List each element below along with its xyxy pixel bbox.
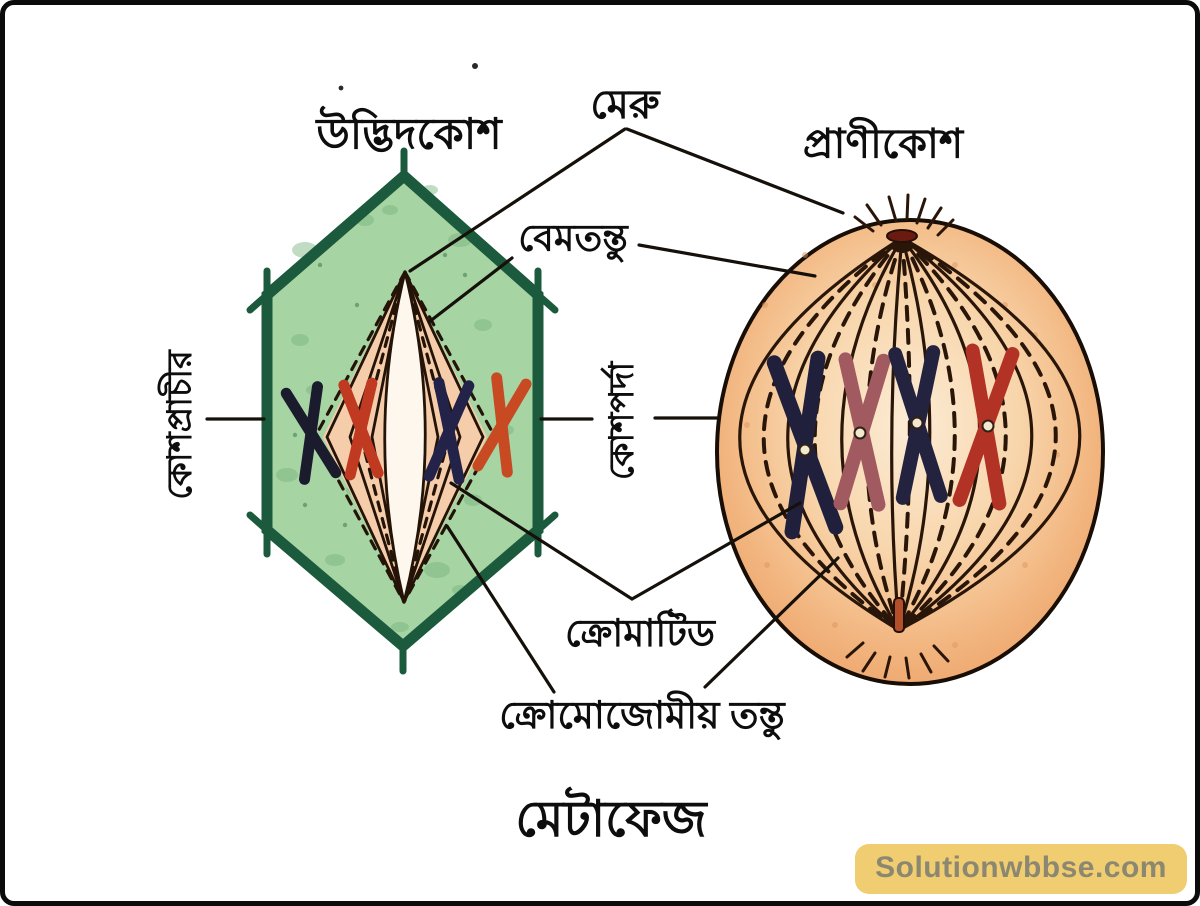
plant-cell-wall-corner-spurs (246, 147, 559, 675)
plant-chromosome-red-2 (472, 372, 532, 478)
animal-spindle-fibres (738, 236, 1082, 632)
plant-cell (246, 147, 559, 675)
leader-chromosomal-fibre-right (703, 556, 840, 689)
animal-top-pole (853, 193, 955, 243)
leader-lines (205, 127, 845, 694)
plant-spindle-lens-outline (383, 270, 427, 604)
leader-chromatid (449, 481, 802, 601)
plant-chromosome-red-1 (338, 377, 384, 481)
plant-chromosomes (280, 372, 532, 485)
ink-specks (338, 63, 478, 91)
plant-chromosome-dark-2 (423, 377, 475, 485)
animal-cell (715, 193, 1105, 686)
top-aster-rays (853, 193, 955, 237)
label-cell-wall: কোশপ্রাচীর (161, 350, 199, 500)
leader-spindle-fibre-to-plant (427, 256, 514, 324)
label-animal-cell: প্রাণীকোশ (802, 120, 964, 167)
bottom-aster-rays (845, 641, 950, 680)
leader-chromosomal-fibre-left (445, 524, 556, 694)
leader-pole-to-plant (408, 127, 627, 273)
label-pole: মেরু (590, 83, 660, 127)
animal-bottom-pole (845, 597, 950, 680)
watermark-badge: Solutionwbbse.com (855, 844, 1187, 894)
plant-chromosome-dark-1 (280, 381, 342, 485)
label-spindle-fibre: বেমতন্তু (518, 217, 628, 259)
metaphase-diagram-canvas (205, 63, 1105, 694)
label-plant-cell: উদ্ভিদকোশ (316, 110, 502, 159)
leader-spindle-fibre-to-animal (637, 243, 817, 278)
diagram-title-metaphase: মেটাফেজ (515, 791, 707, 847)
centromere-dots (798, 416, 995, 457)
leader-pole-to-animal (625, 127, 845, 215)
label-chromatid: ক্রোমাটিড (565, 613, 715, 655)
plant-spindle-lens (384, 272, 426, 602)
label-cell-membrane: কোশপর্দা (603, 361, 641, 481)
label-chromosomal-fibre: ক্রোমোজোমীয় তন্তু (499, 695, 785, 737)
animal-chromosomes (766, 343, 1020, 540)
